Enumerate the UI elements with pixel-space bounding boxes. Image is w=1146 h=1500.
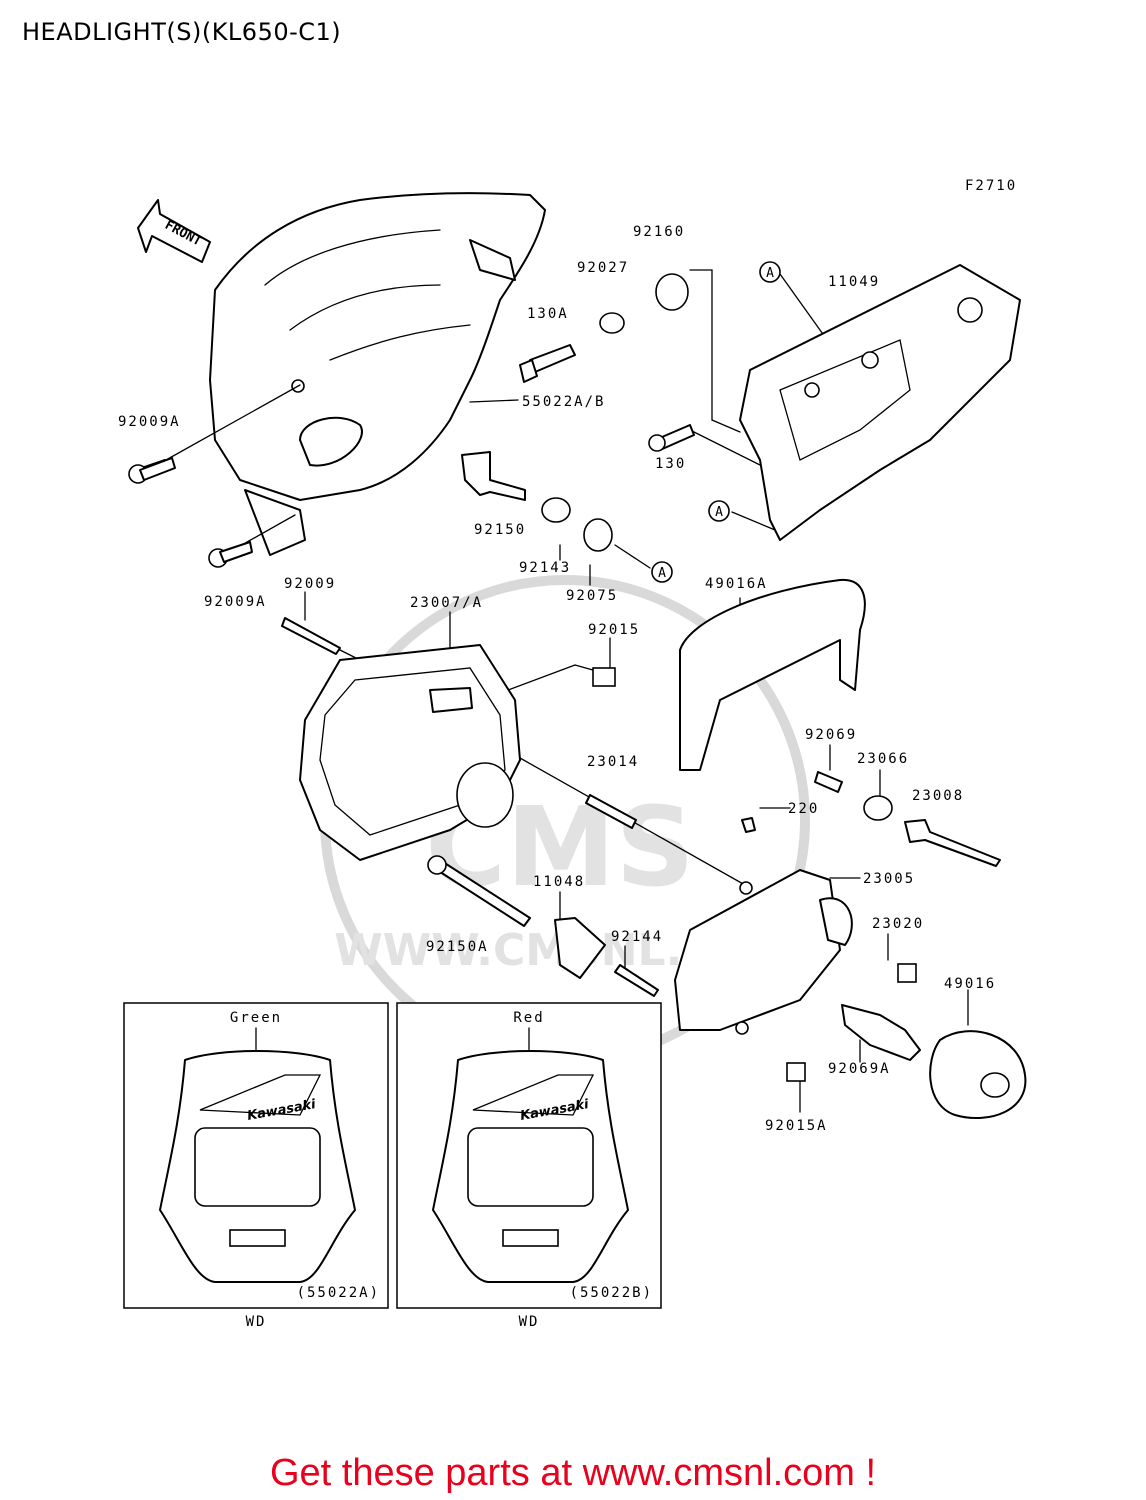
variant-market-label: WD [246, 1314, 267, 1330]
headlight-bracket [739, 264, 1021, 541]
label-11048: 11048 [533, 874, 585, 890]
label-92150A: 92150A [426, 939, 489, 955]
label-92009A-bottom: 92009A [204, 594, 267, 610]
variant-box-green: Green Kawasaki (55022A) [123, 1002, 389, 1309]
ref-marker-a-1: A [759, 261, 781, 283]
variant-part-number: (55022B) [570, 1285, 653, 1301]
front-arrow: FRONT [137, 199, 211, 263]
label-23008: 23008 [912, 788, 964, 804]
label-11049: 11049 [828, 274, 880, 290]
label-130A: 130A [527, 306, 569, 322]
headlight-unit [299, 644, 521, 861]
variant-box-red: Red Kawasaki (55022B) [396, 1002, 662, 1309]
label-130: 130 [655, 456, 686, 472]
svg-text:A: A [715, 505, 723, 520]
variant-market-label: WD [519, 1314, 540, 1330]
label-92015A: 92015A [765, 1118, 828, 1134]
figure-code: F2710 [965, 178, 1017, 194]
ref-marker-a-3: A [651, 561, 673, 583]
label-92069: 92069 [805, 727, 857, 743]
label-92144: 92144 [611, 929, 663, 945]
svg-text:A: A [766, 266, 774, 281]
part-labels: 92160 92027 11049 130A 55022A/B 92009A 1… [118, 224, 996, 1134]
label-23020: 23020 [872, 916, 924, 932]
headlight-bulb [841, 1004, 921, 1061]
label-92009A-top: 92009A [118, 414, 181, 430]
variant-part-number: (55022A) [297, 1285, 380, 1301]
label-92015: 92015 [588, 622, 640, 638]
label-23007A: 23007/A [410, 595, 483, 611]
stay-bracket [554, 917, 606, 979]
label-92009: 92009 [284, 576, 336, 592]
label-92160: 92160 [633, 224, 685, 240]
label-49016: 49016 [944, 976, 996, 992]
label-220: 220 [788, 801, 819, 817]
headlight-guard [679, 578, 866, 771]
hardware-parts [128, 273, 1001, 1082]
label-92069A: 92069A [828, 1061, 891, 1077]
label-92027: 92027 [577, 260, 629, 276]
page-title: HEADLIGHT(S)(KL650-C1) [22, 18, 342, 46]
label-92150: 92150 [474, 522, 526, 538]
headlight-housing [674, 869, 853, 1035]
label-23005: 23005 [863, 871, 915, 887]
label-92143: 92143 [519, 560, 571, 576]
headlight-cowl [209, 192, 546, 556]
label-23014: 23014 [587, 754, 639, 770]
label-92075: 92075 [566, 588, 618, 604]
variant-color-label: Red [513, 1010, 544, 1026]
variant-color-label: Green [230, 1010, 282, 1026]
svg-text:A: A [658, 566, 666, 581]
label-49016A: 49016A [705, 576, 768, 592]
exploded-parts-diagram: CMS WWW.CMSNL.COM F2710 FRONT [118, 178, 1027, 1330]
ref-marker-a-2: A [708, 500, 730, 522]
dust-cover [929, 1030, 1027, 1120]
label-55022AB: 55022A/B [522, 394, 605, 410]
footer-cta-link[interactable]: Get these parts at www.cmsnl.com ! [269, 1452, 877, 1494]
label-23066: 23066 [857, 751, 909, 767]
